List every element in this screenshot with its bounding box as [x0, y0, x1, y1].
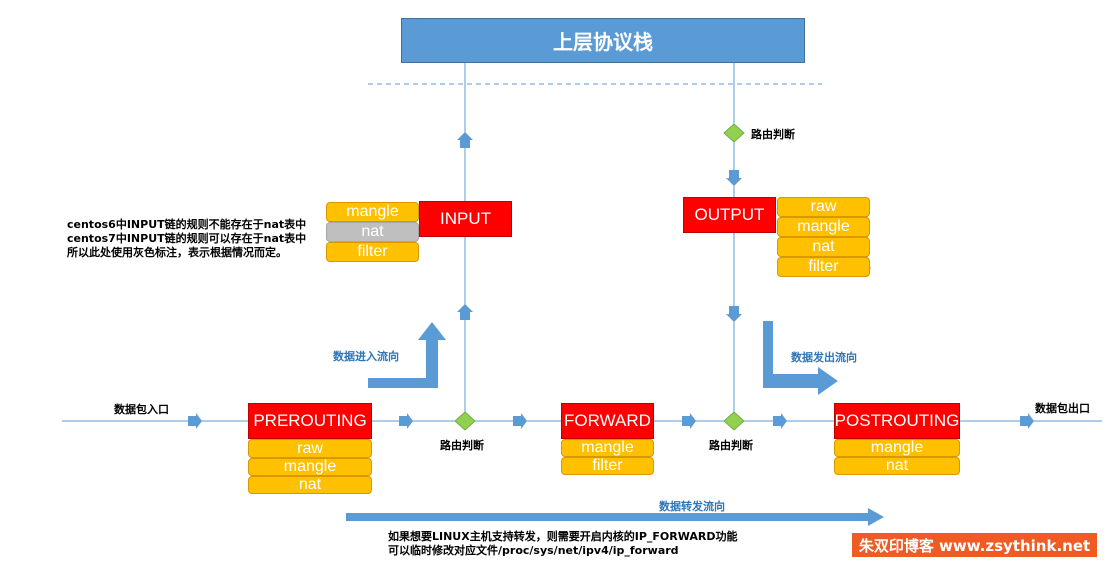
- forward-chain: FORWARD: [561, 403, 654, 439]
- forward-note-line-2: 可以临时修改对应文件/proc/sys/net/ipv4/ip_forward: [388, 544, 679, 557]
- output-chain: OUTPUT: [683, 197, 776, 233]
- input-chain: INPUT: [419, 201, 512, 237]
- output-table-filter: filter: [777, 257, 870, 277]
- input-table-nat: nat: [326, 222, 419, 242]
- prerouting-table-raw-label: raw: [297, 439, 323, 457]
- output-table-mangle: mangle: [777, 217, 870, 237]
- arrow-right-5: [773, 413, 787, 429]
- postrouting-table-mangle-label: mangle: [870, 439, 924, 456]
- forward-table-filter-label: filter: [592, 457, 623, 474]
- arrow-right-1: [188, 413, 202, 429]
- flow-out-label: 数据发出流向: [791, 351, 857, 364]
- prerouting-table-nat: nat: [248, 476, 372, 494]
- routing-label-top: 路由判断: [751, 128, 795, 141]
- packet-in-label: 数据包入口: [114, 403, 169, 416]
- prerouting-table-mangle-label: mangle: [283, 458, 337, 475]
- centos-note-line-3: 所以此处使用灰色标注，表示根据情况而定。: [67, 246, 287, 259]
- flow-in-arrow: [368, 322, 446, 388]
- arrow-right-2: [399, 413, 413, 429]
- input-table-nat-label: nat: [361, 223, 384, 240]
- forward-table-mangle: mangle: [561, 439, 654, 457]
- centos-note-line-1: centos6中INPUT链的规则不能存在于nat表中: [67, 218, 307, 231]
- prerouting-chain: PREROUTING: [248, 403, 372, 439]
- centos-note-line-2: centos7中INPUT链的规则可以存在于nat表中: [67, 232, 307, 245]
- input-table-mangle: mangle: [326, 202, 419, 222]
- arrow-right-6: [1020, 413, 1034, 429]
- flow-forward-label: 数据转发流向: [659, 500, 725, 513]
- upper-protocol-stack-box: 上层协议栈: [401, 18, 805, 63]
- routing-diamond-right: [723, 411, 745, 431]
- output-table-raw-label: raw: [810, 198, 837, 215]
- postrouting-chain: POSTROUTING: [834, 403, 960, 439]
- output-table-mangle-label: mangle: [797, 218, 850, 235]
- forward-note-line-1: 如果想要LINUX主机支持转发，则需要开启内核的IP_FORWARD功能: [388, 530, 738, 543]
- flow-in-label: 数据进入流向: [333, 350, 399, 363]
- watermark: 朱双印博客 www.zsythink.net: [852, 533, 1097, 557]
- routing-label-left: 路由判断: [440, 439, 484, 452]
- flow-out-arrow: [763, 321, 838, 395]
- output-table-raw: raw: [777, 197, 870, 217]
- prerouting-table-raw: raw: [248, 439, 372, 458]
- routing-diamond-top: [723, 123, 745, 143]
- watermark-label: 朱双印博客 www.zsythink.net: [858, 536, 1091, 555]
- routing-label-right: 路由判断: [709, 439, 753, 452]
- arrow-right-4: [682, 413, 696, 429]
- arrow-up-1: [457, 132, 473, 148]
- forward-note: 如果想要LINUX主机支持转发，则需要开启内核的IP_FORWARD功能 可以临…: [388, 530, 737, 558]
- output-table-nat: nat: [777, 237, 870, 257]
- upper-protocol-stack-label: 上层协议栈: [553, 30, 653, 54]
- postrouting-chain-label: POSTROUTING: [834, 411, 960, 430]
- output-chain-label: OUTPUT: [694, 205, 765, 224]
- routing-diamond-left: [454, 411, 476, 431]
- prerouting-table-mangle: mangle: [248, 458, 372, 476]
- postrouting-table-nat: nat: [834, 457, 960, 475]
- packet-out-label: 数据包出口: [1035, 402, 1090, 415]
- input-table-filter: filter: [326, 242, 419, 262]
- prerouting-chain-label: PREROUTING: [253, 411, 367, 430]
- arrow-up-2: [457, 304, 473, 320]
- arrow-down-2: [726, 306, 742, 322]
- forward-table-mangle-label: mangle: [581, 439, 634, 456]
- postrouting-table-nat-label: nat: [885, 457, 909, 474]
- arrow-down-1: [726, 170, 742, 186]
- forward-chain-label: FORWARD: [564, 411, 651, 430]
- input-table-mangle-label: mangle: [346, 203, 399, 220]
- flow-forward-arrow: [346, 508, 884, 526]
- forward-table-filter: filter: [561, 457, 654, 475]
- postrouting-table-mangle: mangle: [834, 439, 960, 457]
- arrow-right-3: [513, 413, 527, 429]
- input-table-filter-label: filter: [357, 243, 388, 260]
- centos-note: centos6中INPUT链的规则不能存在于nat表中 centos7中INPU…: [67, 218, 306, 260]
- output-table-nat-label: nat: [812, 238, 835, 255]
- input-chain-label: INPUT: [440, 209, 491, 228]
- output-table-filter-label: filter: [808, 258, 839, 275]
- prerouting-table-nat-label: nat: [298, 476, 322, 493]
